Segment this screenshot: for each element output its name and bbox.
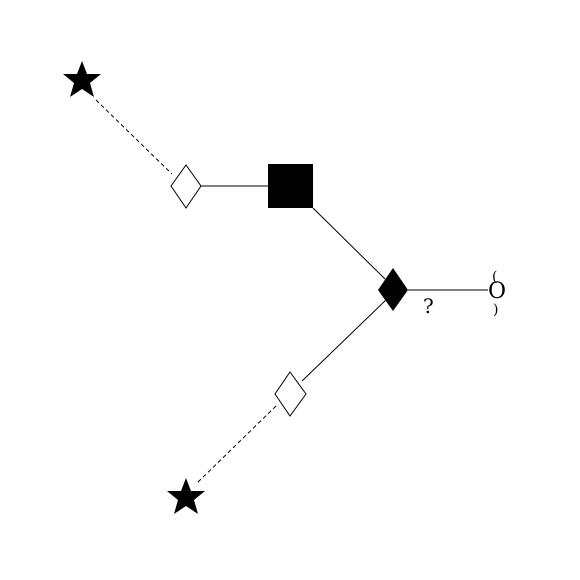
- upper-open-diamond-icon: [170, 164, 202, 209]
- terminal-bracket-bottom: ): [493, 302, 498, 318]
- black-square-icon: [268, 164, 313, 208]
- center-lower-diamond-link: [301, 296, 390, 382]
- lower-open-diamond-icon: [274, 371, 307, 417]
- bottom-star-icon: [167, 478, 205, 514]
- question-label: ?: [423, 294, 434, 318]
- terminal-o-label: O: [488, 279, 506, 304]
- terminal-bracket-top: (: [492, 269, 497, 285]
- center-black-diamond-icon: [378, 268, 408, 311]
- bottom-star-link: [196, 405, 277, 484]
- square-center-link: [312, 207, 386, 280]
- top-star-icon: [63, 61, 101, 97]
- top-star-link: [95, 99, 173, 175]
